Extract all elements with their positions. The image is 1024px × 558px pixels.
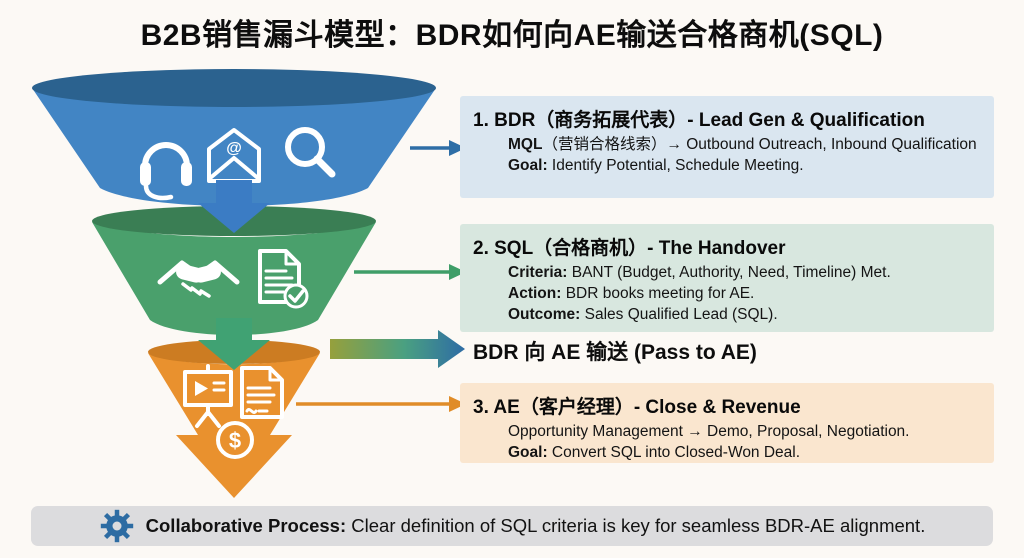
sql-box-body: Criteria: BANT (Budget, Authority, Need,… — [508, 263, 994, 325]
page-title: B2B销售漏斗模型：BDR如何向AE输送合格商机(SQL) — [140, 19, 884, 52]
document-check-icon — [258, 249, 309, 309]
sql-line-action-label: Action: — [508, 284, 562, 302]
footer-bar: Collaborative Process: Clear definition … — [31, 506, 993, 546]
bdr-line-goal-label: Goal: — [508, 156, 548, 174]
connector-arrow-bdr — [410, 140, 466, 156]
bdr-line-goal: Goal: Identify Potential, Schedule Meeti… — [508, 156, 994, 177]
connector-arrow-ae — [296, 396, 466, 412]
bdr-line-mql: MQL（营销合格线索）→ Outbound Outreach, Inbound … — [508, 135, 994, 156]
handshake-icon — [157, 260, 240, 298]
funnel-graphic: @ — [32, 69, 466, 498]
sql-line-action: Action: BDR books meeting for AE. — [508, 284, 994, 305]
sql-line-criteria-label: Criteria: — [508, 264, 568, 281]
sql-line-outcome-text: Sales Qualified Lead (SQL). — [580, 305, 778, 323]
contract-icon — [240, 366, 284, 419]
connector-arrow-sql — [354, 264, 466, 280]
bdr-box-heading: 1. BDR（商务拓展代表）- Lead Gen & Qualification — [473, 110, 925, 131]
headset-icon — [140, 142, 192, 201]
sql-box-heading: 2. SQL（合格商机）- The Handover — [473, 238, 786, 259]
open-email-icon: @ — [207, 128, 261, 183]
bdr-line-goal-text: Identify Potential, Schedule Meeting. — [547, 156, 804, 174]
ae-line-goal: Goal: Convert SQL into Closed-Won Deal. — [508, 443, 994, 464]
down-arrow-green — [198, 318, 270, 370]
down-arrow-blue — [198, 180, 270, 233]
footer-label: Collaborative Process: — [145, 515, 347, 536]
dollar-icon: $ — [216, 421, 254, 459]
svg-text:@: @ — [226, 140, 242, 157]
sql-line-action-text: BDR books meeting for AE. — [561, 284, 755, 302]
funnel-stage-bdr — [32, 69, 436, 206]
ae-line-goal-text: Convert SQL into Closed-Won Deal. — [547, 443, 801, 461]
ae-line-opportunity-text: Opportunity Management → Demo, Proposal,… — [508, 423, 910, 440]
sql-line-outcome: Outcome: Sales Qualified Lead (SQL). — [508, 305, 994, 326]
footer-message: Clear definition of SQL criteria is key … — [346, 515, 926, 536]
info-box-ae: 3. AE（客户经理）- Close & Revenue Opportunity… — [460, 383, 994, 463]
info-box-bdr: 1. BDR（商务拓展代表）- Lead Gen & Qualification… — [460, 96, 994, 198]
presentation-icon — [183, 364, 233, 428]
magnifier-icon — [285, 127, 336, 178]
ae-box-body: Opportunity Management → Demo, Proposal,… — [508, 422, 994, 464]
info-box-sql: 2. SQL（合格商机）- The Handover Criteria: BAN… — [460, 224, 994, 332]
handover-gradient-arrow — [330, 330, 465, 368]
gear-icon — [99, 508, 135, 544]
ae-line-opportunity: Opportunity Management → Demo, Proposal,… — [508, 422, 994, 443]
bdr-box-body: MQL（营销合格线索）→ Outbound Outreach, Inbound … — [508, 135, 994, 177]
handover-label: BDR 向 AE 输送 (Pass to AE) — [473, 341, 757, 364]
ae-line-goal-label: Goal: — [508, 443, 548, 461]
bdr-line-mql-label: MQL — [508, 136, 543, 153]
bdr-line-mql-text: （营销合格线索）→ Outbound Outreach, Inbound Qua… — [542, 136, 977, 153]
svg-text:$: $ — [229, 428, 241, 453]
ae-box-heading: 3. AE（客户经理）- Close & Revenue — [473, 397, 801, 418]
sql-line-criteria: Criteria: BANT (Budget, Authority, Need,… — [508, 263, 994, 284]
sql-line-outcome-label: Outcome: — [508, 305, 581, 323]
sql-line-criteria-text: BANT (Budget, Authority, Need, Timeline)… — [567, 264, 891, 281]
footer-text: Collaborative Process: Clear definition … — [146, 515, 926, 537]
